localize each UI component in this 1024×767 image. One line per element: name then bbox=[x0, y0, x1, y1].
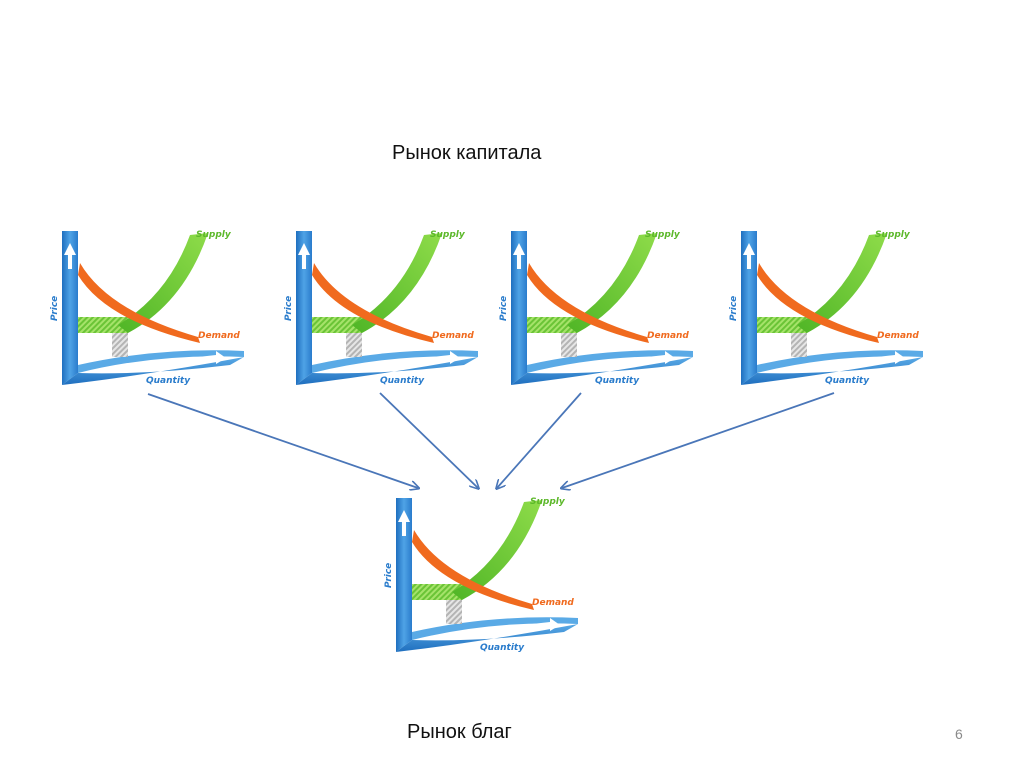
price-axis bbox=[62, 231, 78, 385]
demand-curve bbox=[527, 263, 649, 343]
demand-label: Demand bbox=[532, 598, 574, 608]
bottom-title: Рынок благ bbox=[407, 721, 512, 743]
price-axis bbox=[296, 231, 312, 385]
price-label: Price bbox=[384, 563, 394, 588]
arrow-right-icon bbox=[877, 351, 905, 364]
supply-label: Supply bbox=[530, 497, 566, 507]
price-label: Price bbox=[729, 296, 739, 321]
price-label: Price bbox=[499, 296, 509, 321]
supply-demand-graph-4: Supply Demand Quantity Price bbox=[727, 225, 927, 390]
supply-demand-graph-goods: Supply Demand Quantity Price bbox=[382, 492, 582, 657]
supply-curve bbox=[352, 233, 442, 333]
quantity-axis-top bbox=[78, 350, 244, 373]
quantity-axis bbox=[296, 357, 478, 385]
supply-demand-graph-svg: Supply Demand Quantity Price bbox=[284, 230, 478, 386]
quantity-axis-top bbox=[757, 350, 923, 373]
quantity-axis-top bbox=[412, 617, 578, 640]
arrow-up-icon bbox=[743, 243, 755, 269]
demand-curve bbox=[412, 530, 534, 610]
arrow-right-icon bbox=[647, 351, 675, 364]
quantity-label: Quantity bbox=[480, 643, 525, 653]
arrow-icon bbox=[497, 392, 582, 488]
quantity-label: Quantity bbox=[825, 376, 870, 386]
equilibrium-quantity-marker bbox=[791, 333, 807, 357]
quantity-axis-top bbox=[312, 350, 478, 373]
supply-curve bbox=[118, 233, 208, 333]
arrow-up-icon bbox=[398, 510, 410, 536]
arrow-up-icon bbox=[513, 243, 525, 269]
supply-label: Supply bbox=[430, 230, 466, 240]
price-axis bbox=[741, 231, 757, 385]
arrow-up-icon bbox=[298, 243, 310, 269]
quantity-axis-top bbox=[527, 350, 693, 373]
supply-demand-graph-1: Supply Demand Quantity Price bbox=[48, 225, 248, 390]
supply-demand-graph-2: Supply Demand Quantity Price bbox=[282, 225, 482, 390]
equilibrium-quantity-marker bbox=[112, 333, 128, 357]
quantity-axis bbox=[396, 624, 578, 652]
supply-demand-graph-svg: Supply Demand Quantity Price bbox=[729, 230, 923, 386]
supply-label: Supply bbox=[196, 230, 232, 240]
arrow-icon bbox=[562, 392, 835, 488]
equilibrium-price-band bbox=[78, 317, 128, 333]
quantity-label: Quantity bbox=[380, 376, 425, 386]
equilibrium-price-band bbox=[312, 317, 362, 333]
equilibrium-quantity-marker bbox=[561, 333, 577, 357]
demand-label: Demand bbox=[198, 331, 240, 341]
quantity-axis bbox=[62, 357, 244, 385]
arrow-icon bbox=[147, 393, 418, 488]
quantity-axis bbox=[741, 357, 923, 385]
arrow-right-icon bbox=[432, 351, 460, 364]
quantity-label: Quantity bbox=[146, 376, 191, 386]
equilibrium-quantity-marker bbox=[446, 600, 462, 624]
supply-demand-graph-svg: Supply Demand Quantity Price bbox=[499, 230, 693, 386]
price-axis bbox=[511, 231, 527, 385]
arrow-icon bbox=[379, 392, 478, 488]
supply-label: Supply bbox=[875, 230, 911, 240]
supply-demand-graph-svg: Supply Demand Quantity Price bbox=[50, 230, 244, 386]
price-label: Price bbox=[50, 296, 60, 321]
demand-curve bbox=[312, 263, 434, 343]
equilibrium-quantity-marker bbox=[346, 333, 362, 357]
demand-label: Demand bbox=[877, 331, 919, 341]
equilibrium-price-band bbox=[757, 317, 807, 333]
arrow-right-icon bbox=[198, 351, 226, 364]
arrow-up-icon bbox=[64, 243, 76, 269]
equilibrium-price-band bbox=[412, 584, 462, 600]
page-number: 6 bbox=[955, 726, 963, 742]
slide-title: Рынок капитала bbox=[392, 142, 542, 164]
supply-curve bbox=[567, 233, 657, 333]
demand-curve bbox=[757, 263, 879, 343]
demand-curve bbox=[78, 263, 200, 343]
price-axis bbox=[396, 498, 412, 652]
demand-label: Demand bbox=[432, 331, 474, 341]
demand-label: Demand bbox=[647, 331, 689, 341]
quantity-label: Quantity bbox=[595, 376, 640, 386]
supply-curve bbox=[797, 233, 887, 333]
quantity-axis bbox=[511, 357, 693, 385]
arrow-right-icon bbox=[532, 618, 560, 631]
supply-label: Supply bbox=[645, 230, 681, 240]
equilibrium-price-band bbox=[527, 317, 577, 333]
price-label: Price bbox=[284, 296, 294, 321]
supply-curve bbox=[452, 500, 542, 600]
supply-demand-graph-svg: Supply Demand Quantity Price bbox=[384, 497, 578, 653]
supply-demand-graph-3: Supply Demand Quantity Price bbox=[497, 225, 697, 390]
